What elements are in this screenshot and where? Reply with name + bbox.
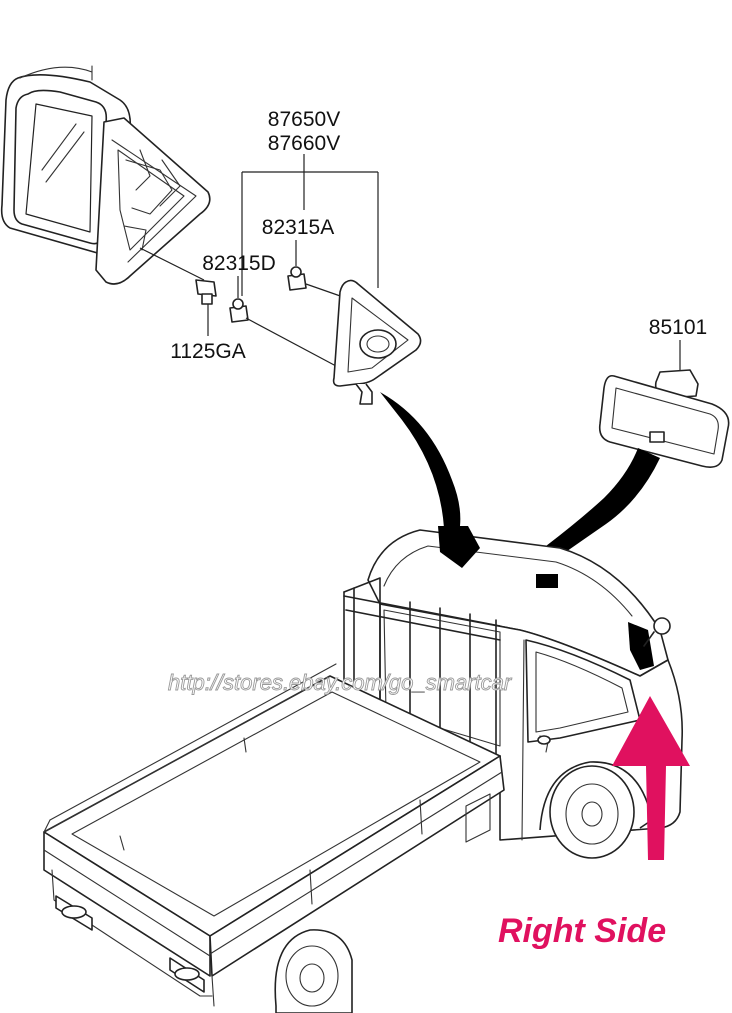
truck <box>43 526 684 1013</box>
rearview-mirror <box>598 340 730 468</box>
watermark: http://stores.ebay.com/go_smartcar <box>168 670 513 695</box>
clip-82315a <box>287 240 347 299</box>
side-label: Right Side <box>498 912 666 950</box>
right-side-arrow <box>612 696 690 860</box>
label-82315d: 82315D <box>202 252 276 275</box>
label-1125ga: 1125GA <box>170 340 246 363</box>
bolt-1125ga <box>195 279 217 336</box>
label-87650v: 87650V <box>268 108 340 131</box>
side-mirror-assembly <box>0 65 211 285</box>
clip-82315d <box>229 276 337 367</box>
label-82315a: 82315A <box>262 216 334 239</box>
label-85101: 85101 <box>649 316 707 339</box>
label-87660v: 87660V <box>268 132 340 155</box>
pointer-strips <box>380 392 660 556</box>
part-bracket <box>241 154 379 296</box>
corner-garnish <box>332 279 422 405</box>
